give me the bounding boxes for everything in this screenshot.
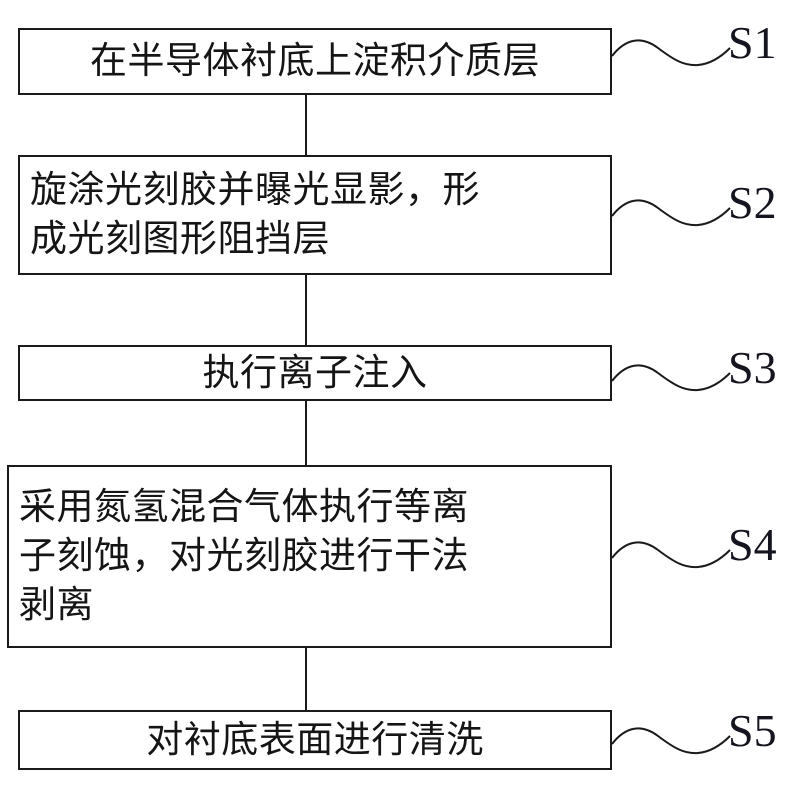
process-step-box-s4[interactable]: 采用氮氢混合气体执行等离 子刻蚀，对光刻胶进行干法 剥离 — [7, 465, 612, 648]
process-step-box-s5[interactable]: 对衬底表面进行清洗 — [18, 710, 612, 770]
step-text-line: 采用氮氢混合气体执行等离 — [19, 485, 469, 529]
step-label-s2: S2 — [728, 177, 777, 228]
step-label-s3: S3 — [728, 342, 777, 393]
step-label-s5: S5 — [728, 705, 777, 756]
step-text-line: 在半导体衬底上淀积介质层 — [90, 39, 540, 83]
connector-s2-s3 — [305, 275, 307, 345]
step-text-line: 对衬底表面进行清洗 — [146, 717, 484, 761]
step-label-s4: S4 — [728, 519, 777, 570]
step-text-line: 剥离 — [19, 582, 94, 626]
leader-line-s1 — [611, 38, 731, 74]
leader-line-s5 — [611, 726, 731, 762]
process-step-box-s1[interactable]: 在半导体衬底上淀积介质层 — [18, 28, 612, 95]
step-text-line: 旋涂光刻胶并曝光显影，形 — [30, 168, 480, 212]
step-text-line: 子刻蚀，对光刻胶进行干法 — [19, 534, 469, 578]
step-text-line: 成光刻图形阻挡层 — [30, 217, 330, 260]
leader-line-s2 — [611, 198, 731, 234]
connector-s4-s5 — [305, 648, 307, 710]
connector-s1-s2 — [305, 95, 307, 155]
connector-s3-s4 — [305, 401, 307, 465]
process-step-box-s3[interactable]: 执行离子注入 — [18, 345, 612, 401]
leader-line-s3 — [611, 363, 731, 399]
step-text-line: 执行离子注入 — [202, 350, 428, 394]
process-step-box-s2[interactable]: 旋涂光刻胶并曝光显影，形 成光刻图形阻挡层 — [18, 155, 612, 275]
step-label-s1: S1 — [728, 17, 777, 68]
leader-line-s4 — [611, 540, 731, 576]
